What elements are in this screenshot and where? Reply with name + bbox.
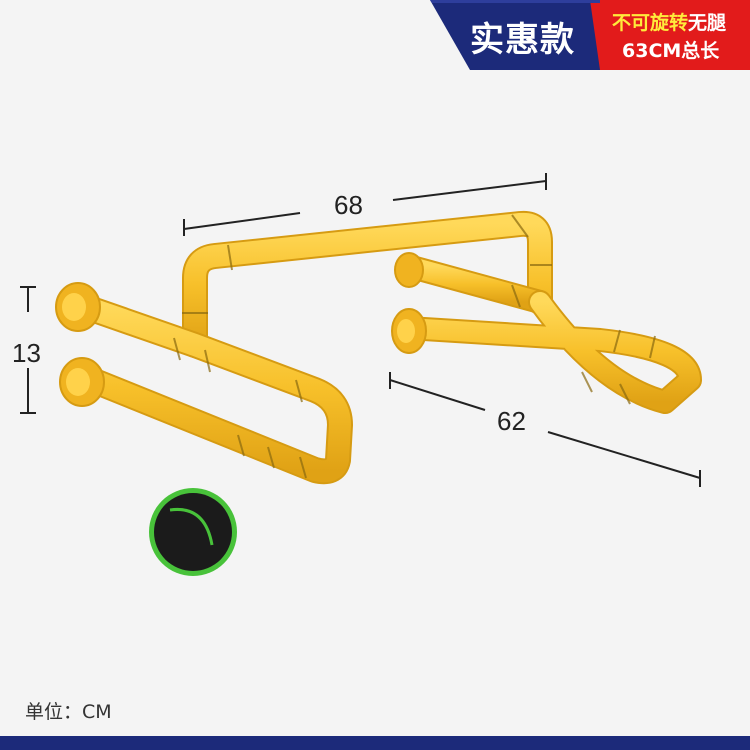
wall-flanges: [55, 252, 427, 407]
feature-note-line2: 63CM总长: [622, 40, 720, 62]
banner-blue-shape: [430, 0, 600, 70]
feature-note-line1: 不可旋转无腿: [612, 8, 726, 35]
unit-label: 单位：CM: [25, 701, 112, 723]
dimension-label-62: 62: [497, 406, 526, 436]
dimension-label-13: 13: [12, 338, 41, 368]
color-swatch: [149, 488, 237, 576]
deal-label: 实惠款: [470, 20, 575, 60]
rails: [67, 210, 702, 485]
dimension-label-68: 68: [334, 190, 363, 220]
joint-bands: [173, 214, 656, 479]
feature-note-red-text: 不可旋转: [612, 12, 689, 34]
banner-red-shape: [590, 0, 750, 70]
bottom-bar: [0, 736, 750, 750]
top-banner: [430, 0, 750, 70]
dimension-lines: [20, 173, 701, 487]
feature-note-white-text: 无腿: [688, 12, 727, 34]
